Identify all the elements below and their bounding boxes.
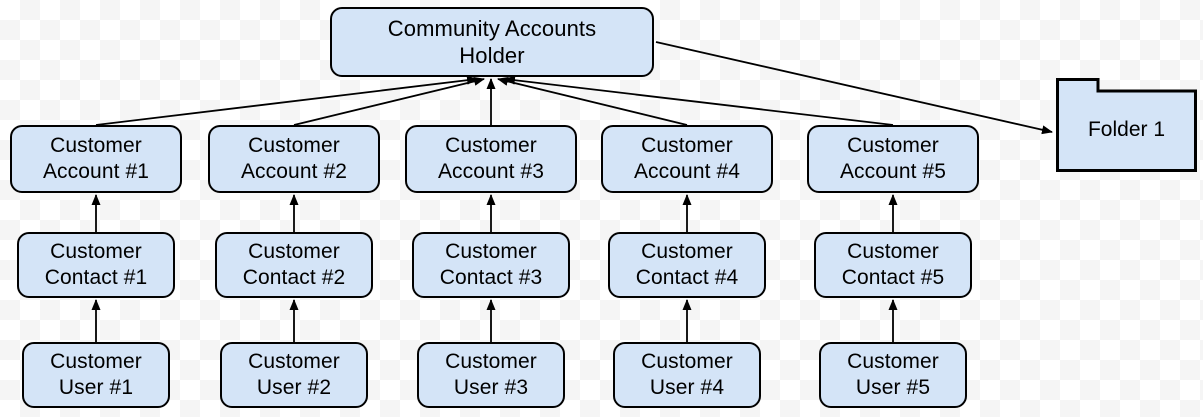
node-customer-contact-3[interactable]: Customer Contact #3 [412,232,570,298]
edge-account-5-to-holder [504,75,894,126]
node-customer-contact-4[interactable]: Customer Contact #4 [608,232,766,298]
edge-account-1-to-holder [95,75,478,126]
node-customer-user-5[interactable]: Customer User #5 [819,342,967,408]
node-customer-account-2[interactable]: Customer Account #2 [208,125,380,193]
folder-icon [1056,78,1197,172]
edge-holder-to-folder [655,41,1053,135]
folder-1-label: Folder 1 [1087,118,1166,141]
node-customer-account-4[interactable]: Customer Account #4 [601,125,773,193]
edge-account-2-to-holder [293,76,485,126]
node-customer-user-1[interactable]: Customer User #1 [22,342,170,408]
edge-account-4-to-holder [497,76,688,126]
node-customer-account-3[interactable]: Customer Account #3 [405,125,577,193]
node-customer-account-5[interactable]: Customer Account #5 [807,125,979,193]
node-customer-user-2[interactable]: Customer User #2 [220,342,368,408]
node-customer-contact-5[interactable]: Customer Contact #5 [814,232,972,298]
node-customer-user-4[interactable]: Customer User #4 [613,342,761,408]
node-customer-user-3[interactable]: Customer User #3 [417,342,565,408]
node-folder-1[interactable]: Folder 1 [1056,78,1197,172]
node-community-accounts-holder[interactable]: Community Accounts Holder [330,7,654,77]
node-customer-contact-1[interactable]: Customer Contact #1 [17,232,175,298]
node-customer-account-1[interactable]: Customer Account #1 [10,125,182,193]
node-customer-contact-2[interactable]: Customer Contact #2 [215,232,373,298]
